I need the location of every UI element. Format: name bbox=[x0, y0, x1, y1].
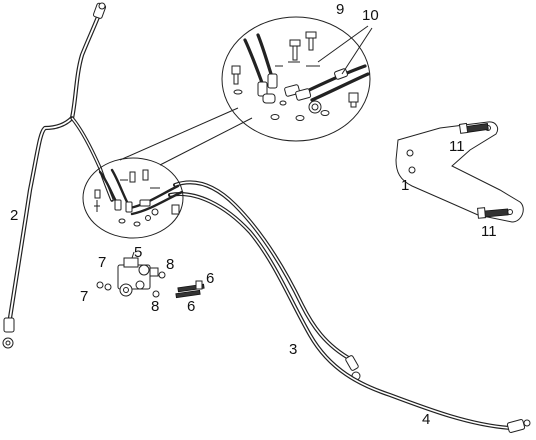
callout-7b: 7 bbox=[80, 288, 88, 305]
callout-2: 2 bbox=[10, 207, 18, 224]
brake-hose-4 bbox=[168, 192, 531, 433]
leader-10b bbox=[341, 27, 373, 75]
bolt-part-6 bbox=[175, 280, 205, 299]
callout-11a: 11 bbox=[449, 138, 465, 155]
callout-3: 3 bbox=[289, 341, 297, 358]
callout-4: 4 bbox=[422, 411, 430, 428]
callout-labels: 1 2 3 4 5 6 6 7 7 8 8 9 10 11 11 bbox=[10, 1, 497, 428]
callout-7a: 7 bbox=[98, 254, 106, 271]
callout-6b: 6 bbox=[187, 298, 195, 315]
washer-8a bbox=[158, 271, 166, 279]
callout-6a: 6 bbox=[206, 270, 214, 287]
callout-5: 5 bbox=[134, 244, 142, 261]
brake-hose-2 bbox=[2, 2, 107, 349]
washer-8b bbox=[152, 290, 160, 298]
junction-detail-circle bbox=[221, 16, 371, 142]
washer-7a bbox=[96, 281, 104, 289]
leader-10a bbox=[317, 25, 369, 63]
washer-7b bbox=[104, 283, 112, 291]
bracket-part-1 bbox=[395, 121, 524, 223]
junction-block-part-5 bbox=[117, 251, 159, 297]
junction-overview-circle bbox=[82, 157, 184, 239]
callout-8b: 8 bbox=[151, 298, 159, 315]
callout-11b: 11 bbox=[481, 223, 497, 240]
callout-1: 1 bbox=[401, 177, 409, 194]
callout-10: 10 bbox=[362, 7, 379, 24]
brake-hose-3 bbox=[173, 180, 361, 381]
callout-9: 9 bbox=[336, 1, 344, 18]
callout-8a: 8 bbox=[166, 256, 174, 273]
